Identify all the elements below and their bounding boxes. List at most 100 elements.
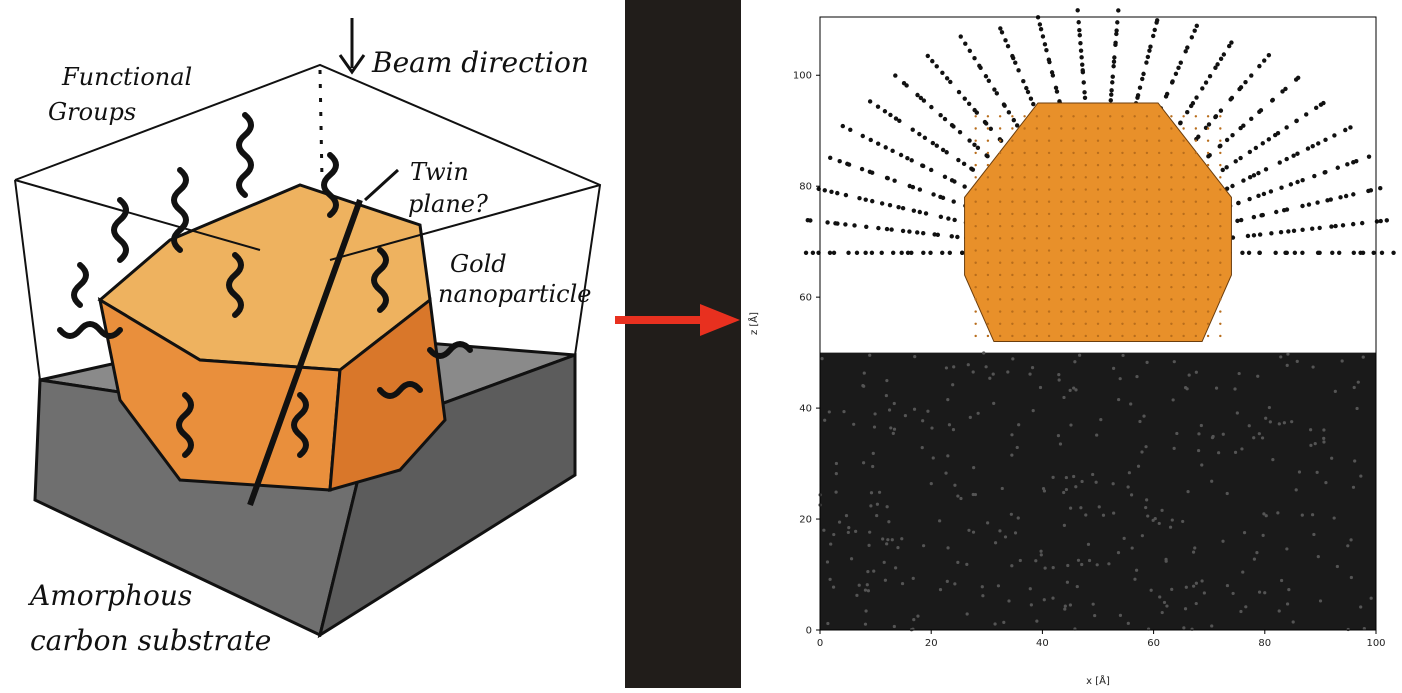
gold-atom bbox=[1206, 334, 1210, 338]
gold-atom bbox=[1023, 310, 1026, 313]
carbon-atom bbox=[837, 520, 842, 524]
carbon-atom bbox=[1297, 470, 1302, 474]
gold-atom bbox=[1133, 127, 1136, 130]
ligand-atom bbox=[1338, 195, 1343, 200]
gold-atom bbox=[1219, 200, 1222, 203]
gold-atom bbox=[1096, 139, 1100, 142]
gold-atom bbox=[1096, 334, 1100, 338]
gold-atom bbox=[1121, 322, 1124, 325]
gold-atom bbox=[1072, 200, 1075, 203]
gold-atom bbox=[1096, 163, 1100, 167]
ligand-atom bbox=[1031, 101, 1036, 107]
ligand-atom bbox=[930, 140, 936, 146]
gold-atom bbox=[1023, 163, 1026, 167]
gold-atom bbox=[1157, 261, 1161, 264]
gold-atom bbox=[1072, 298, 1075, 301]
ligand-atom bbox=[867, 169, 873, 175]
carbon-atom bbox=[1294, 488, 1298, 492]
ligand-atom bbox=[898, 152, 904, 158]
ligand-atom bbox=[1013, 60, 1018, 65]
ligand-atom bbox=[966, 101, 972, 106]
gold-atom bbox=[1011, 188, 1014, 191]
ligand-atom bbox=[1038, 26, 1044, 32]
ligand-atom bbox=[1323, 169, 1328, 175]
ligand-atom bbox=[1246, 250, 1252, 255]
carbon-atom bbox=[863, 588, 868, 592]
twin-plane-line bbox=[247, 198, 363, 507]
carbon-atom bbox=[885, 505, 889, 509]
gold-atom bbox=[1194, 139, 1198, 142]
ligand-atom bbox=[1379, 250, 1385, 255]
carbon-atom bbox=[1138, 419, 1142, 424]
carbon-atom bbox=[1111, 482, 1115, 486]
carbon-atom bbox=[1217, 451, 1221, 455]
gold-atom bbox=[986, 249, 990, 252]
carbon-atom bbox=[1151, 518, 1155, 522]
carbon-atom bbox=[1197, 448, 1201, 453]
ligand-atom bbox=[917, 131, 922, 137]
gold-atom bbox=[1219, 298, 1222, 301]
gold-nanoparticle-atoms bbox=[964, 102, 1232, 343]
gold-atom bbox=[1084, 200, 1087, 203]
gold-atom bbox=[1109, 310, 1112, 313]
ligand-atom bbox=[983, 74, 989, 79]
carbon-atom bbox=[1062, 395, 1066, 400]
gold-atom bbox=[1035, 115, 1039, 118]
ligand-atom bbox=[1111, 64, 1116, 69]
ligand-atom bbox=[1190, 101, 1196, 106]
carbon-atom bbox=[1181, 519, 1185, 524]
carbon-atom bbox=[981, 594, 985, 598]
ligand-atom bbox=[1257, 63, 1262, 69]
ligand-atom bbox=[1277, 160, 1282, 165]
ligand-atom bbox=[972, 107, 977, 113]
carbon-atom bbox=[1309, 428, 1313, 432]
carbon-atom bbox=[1135, 374, 1139, 379]
carbon-atom bbox=[1009, 512, 1013, 516]
carbon-atom bbox=[1069, 423, 1073, 427]
gold-atom bbox=[1219, 212, 1222, 216]
gold-atom bbox=[1121, 176, 1124, 179]
carbon-atom bbox=[1170, 587, 1174, 591]
ligand-atom bbox=[938, 214, 944, 220]
gold-atom bbox=[1170, 237, 1173, 240]
gold-atom bbox=[1194, 334, 1198, 338]
ligand-atom bbox=[892, 178, 897, 183]
gold-atom bbox=[1096, 273, 1100, 277]
gold-atom bbox=[974, 212, 977, 216]
carbon-atom bbox=[1276, 511, 1280, 515]
ligand-atom bbox=[962, 96, 967, 101]
gold-atom bbox=[1157, 249, 1161, 252]
ligand-atom bbox=[840, 123, 846, 129]
carbon-atom bbox=[1291, 620, 1295, 624]
carbon-atom bbox=[886, 538, 890, 542]
carbon-atom bbox=[1355, 406, 1359, 411]
gold-atom bbox=[1023, 261, 1026, 264]
gold-atom bbox=[1035, 200, 1039, 203]
gold-atom bbox=[1206, 176, 1210, 179]
carbon-atom bbox=[993, 622, 997, 626]
ligand-atom bbox=[1251, 173, 1257, 178]
ligand-atom bbox=[1016, 68, 1021, 73]
ligand-atom bbox=[1144, 60, 1149, 65]
ligand-atom bbox=[984, 153, 989, 158]
carbon-atom bbox=[863, 622, 868, 626]
carbon-atom bbox=[882, 560, 886, 564]
carbon-atom bbox=[1068, 388, 1072, 392]
carbon-atom bbox=[912, 407, 917, 411]
gold-atom bbox=[998, 334, 1002, 338]
carbon-atom bbox=[956, 494, 960, 498]
carbon-atom bbox=[1011, 357, 1015, 361]
carbon-atom bbox=[1073, 360, 1077, 364]
gold-atom bbox=[1121, 310, 1124, 313]
carbon-atom bbox=[883, 578, 887, 582]
gold-atom bbox=[998, 188, 1002, 191]
ligand-atom bbox=[1185, 45, 1190, 50]
ligand-atom bbox=[1054, 89, 1060, 94]
gold-atom bbox=[1219, 188, 1222, 191]
gold-atom bbox=[1206, 322, 1210, 325]
carbon-atom bbox=[1200, 579, 1204, 583]
ligand-atom bbox=[1044, 47, 1049, 53]
gold-atom bbox=[986, 224, 990, 228]
carbon-label-2: carbon substrate bbox=[30, 624, 271, 657]
gold-atom bbox=[1096, 224, 1100, 228]
